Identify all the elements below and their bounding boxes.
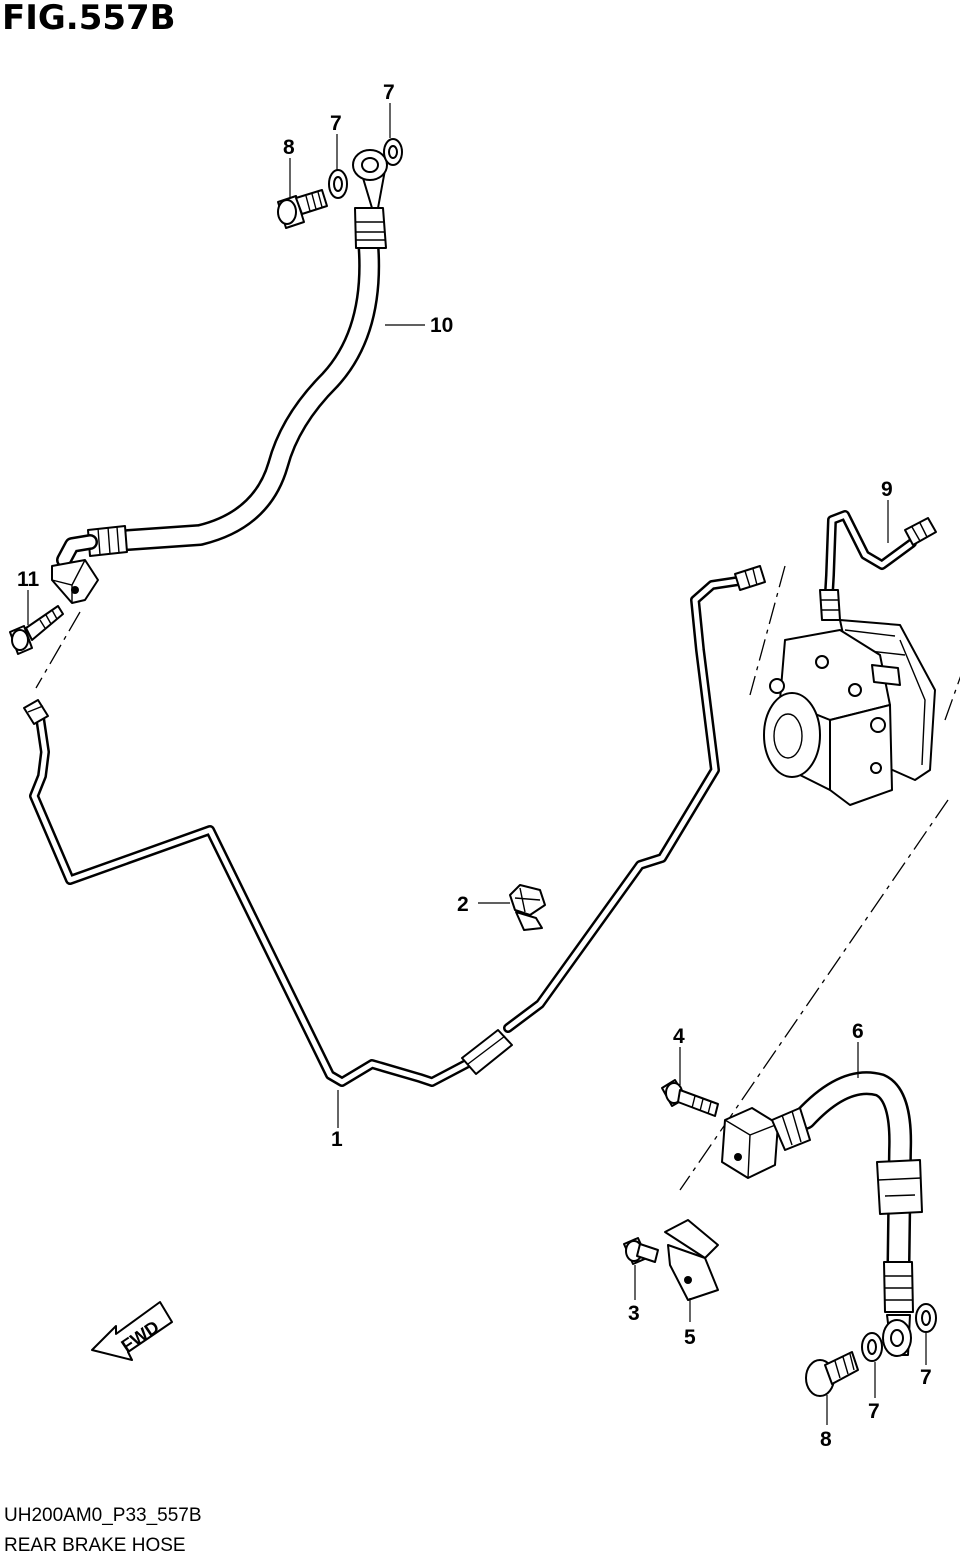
brake-pipe-1[interactable] — [23, 565, 766, 1087]
washer-7-top-right[interactable] — [383, 138, 403, 166]
abs-hydraulic-unit[interactable] — [763, 619, 936, 806]
callout-4: 4 — [673, 1025, 685, 1048]
diagram-caption: REAR BRAKE HOSE — [4, 1535, 186, 1556]
callout-10: 10 — [430, 314, 453, 337]
callout-7-top-left: 7 — [330, 112, 342, 135]
brake-hose-10[interactable] — [51, 149, 388, 604]
callout-5: 5 — [684, 1326, 696, 1349]
washer-7-bottom-right[interactable] — [915, 1303, 937, 1333]
callout-7-bottom-left: 7 — [868, 1400, 880, 1423]
bracket-5[interactable] — [664, 1219, 719, 1301]
callout-8-top: 8 — [283, 136, 295, 159]
diagram-code: UH200AM0_P33_557B — [4, 1505, 202, 1526]
callout-9: 9 — [881, 478, 893, 501]
callout-6: 6 — [852, 1020, 864, 1043]
brake-pipe-9[interactable] — [819, 510, 937, 621]
banjo-bolt-8-bottom[interactable] — [805, 1351, 859, 1397]
washer-7-bottom-left[interactable] — [861, 1332, 883, 1362]
callout-11: 11 — [17, 568, 40, 591]
callout-3: 3 — [628, 1302, 640, 1325]
fwd-arrow-icon: FWD — [91, 1301, 173, 1361]
bolt-3[interactable] — [623, 1237, 659, 1265]
brake-hose-diagram: FWD 8 7 7 10 11 9 2 1 4 6 3 5 7 7 8 — [9, 81, 960, 1451]
bolt-11[interactable] — [9, 605, 64, 655]
banjo-bolt-8-top[interactable] — [277, 189, 328, 229]
callout-7-top-right: 7 — [383, 81, 395, 104]
brake-hose-6[interactable] — [721, 1071, 923, 1357]
callout-1: 1 — [331, 1128, 343, 1151]
bolt-4[interactable] — [661, 1079, 719, 1117]
washer-7-top-left[interactable] — [328, 169, 348, 199]
clip-2[interactable] — [509, 884, 546, 931]
figure-title: FIG.557B — [2, 0, 176, 38]
callout-7-bottom-right: 7 — [920, 1366, 932, 1389]
callout-2: 2 — [457, 893, 469, 916]
callout-8-bottom: 8 — [820, 1428, 832, 1451]
